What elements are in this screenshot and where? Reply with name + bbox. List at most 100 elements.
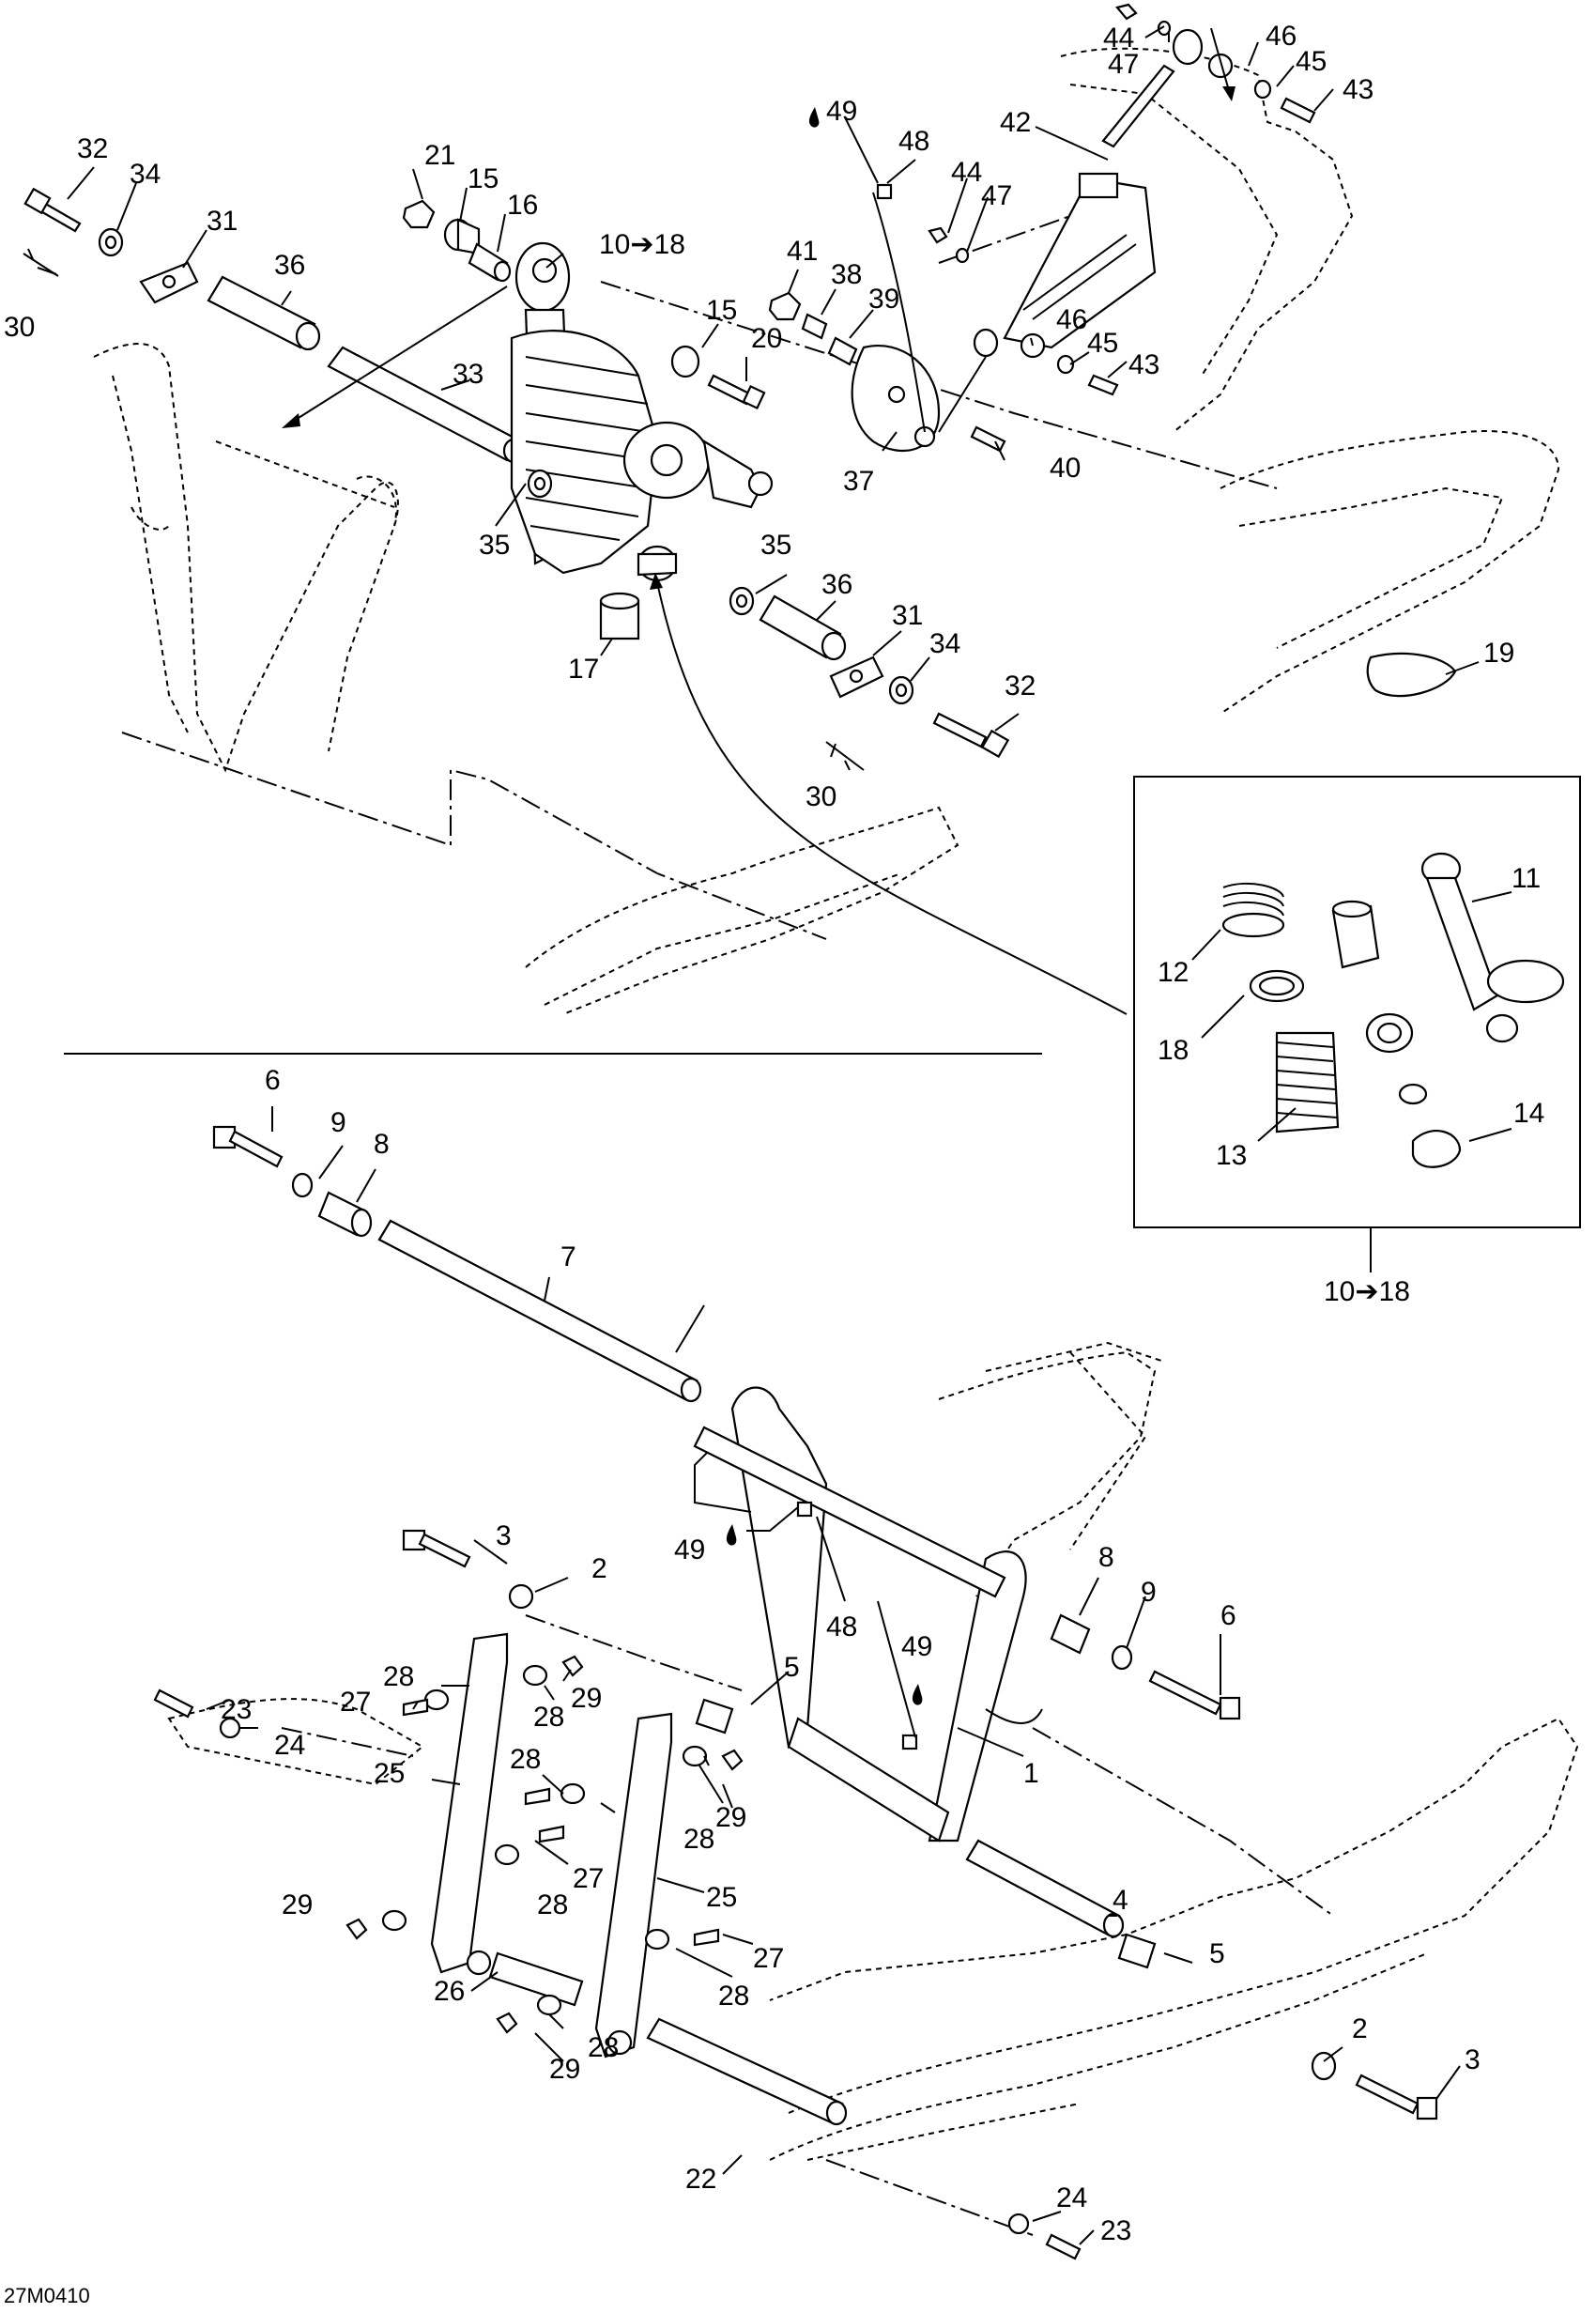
callout-27: 27 (340, 1687, 371, 1718)
callout-48: 48 (898, 126, 929, 157)
callout-30: 30 (4, 312, 35, 343)
shock-11 (1420, 852, 1565, 1043)
screw-32-upper (23, 187, 82, 233)
pin-30-lower (825, 741, 865, 771)
spacer-38 (801, 313, 828, 340)
callout-42: 42 (1000, 107, 1031, 138)
washer-34-upper (98, 227, 124, 257)
washer-9-right (1111, 1644, 1133, 1671)
plate-31-upper (139, 261, 199, 304)
drawing-code: 27M0410 (4, 2284, 90, 2307)
collar-18 (1249, 969, 1305, 1003)
shaft-26 (488, 1951, 584, 2007)
callout-5: 5 (784, 1652, 800, 1683)
callout-47: 47 (1108, 49, 1139, 80)
nut-41 (768, 291, 802, 321)
callout-28: 28 (537, 1889, 568, 1920)
callout-37: 37 (843, 466, 874, 497)
callout-23: 23 (221, 1694, 252, 1725)
pin-30-upper (23, 248, 59, 277)
lower-frame-outline (167, 1341, 1579, 2236)
callout-17: 17 (568, 654, 599, 685)
bushing-8-upper (317, 1191, 373, 1238)
washer-35-left (527, 469, 553, 499)
callout-36: 36 (274, 250, 305, 281)
screw-40 (970, 425, 1006, 453)
callout-35: 35 (760, 530, 791, 561)
washer-34-lower (888, 675, 914, 705)
callout-28: 28 (510, 1744, 541, 1775)
callout-29: 29 (282, 1889, 313, 1920)
callout-32: 32 (1005, 671, 1036, 702)
callout-28: 28 (533, 1702, 564, 1733)
shaft-33 (327, 346, 525, 464)
washer-inset (1398, 1083, 1428, 1105)
callout-28: 28 (718, 1981, 749, 2012)
bolt-3-upper (402, 1529, 471, 1568)
callout-28: 28 (383, 1661, 414, 1692)
callout-3: 3 (496, 1520, 512, 1551)
callout-9: 9 (330, 1107, 346, 1138)
callout-20: 20 (751, 323, 782, 354)
bushing-5-right (1117, 1933, 1157, 1969)
callout-15: 15 (706, 295, 737, 326)
callout-leaders (37, 25, 1512, 2245)
callout-38: 38 (831, 259, 862, 290)
callout-2: 2 (1352, 2013, 1368, 2044)
callout-46: 46 (1266, 21, 1297, 52)
grease-fitting-48-upper (876, 183, 893, 200)
callout-45: 45 (1296, 46, 1327, 77)
spring-13 (1275, 1031, 1340, 1133)
upper-arrows (282, 27, 1235, 1015)
callout-9: 9 (1141, 1577, 1157, 1608)
bushing-8-right (1050, 1613, 1091, 1655)
callout-30: 30 (806, 781, 836, 812)
screw-23-upper (153, 1688, 194, 1719)
bushing-17 (599, 592, 640, 640)
callout-12: 12 (1158, 957, 1189, 988)
hardware-44-47-upper (1115, 3, 1316, 124)
callout-19: 19 (1483, 638, 1514, 669)
callout-21: 21 (424, 140, 455, 171)
shock-absorber (510, 241, 774, 582)
callout-labels: 44 47 46 45 43 49 48 42 44 47 32 34 31 3… (4, 21, 1544, 2307)
callout-45: 45 (1087, 328, 1118, 359)
link-25-left (430, 1632, 509, 1976)
callout-25: 25 (374, 1758, 405, 1789)
screw-23-lower (1045, 2233, 1082, 2260)
callout-31: 31 (207, 206, 238, 237)
bushing-15-upper (443, 218, 481, 255)
callout-41: 41 (787, 236, 818, 267)
callout-2: 2 (591, 1553, 607, 1584)
callout-36: 36 (821, 569, 852, 600)
callout-32: 32 (77, 133, 108, 164)
front-arm-1 (693, 1386, 1043, 1843)
callout-8: 8 (374, 1129, 390, 1160)
spring-kit-inset (1133, 776, 1581, 1272)
callout-6: 6 (265, 1065, 281, 1096)
bolt-6-right (1148, 1670, 1241, 1720)
callout-31: 31 (892, 600, 923, 631)
spring-12 (1221, 882, 1285, 938)
callout-43: 43 (1343, 74, 1373, 105)
callout-11: 11 (1512, 863, 1541, 894)
callout-39: 39 (868, 284, 899, 315)
callout-33: 33 (453, 359, 483, 390)
callout-3: 3 (1465, 2044, 1481, 2075)
nut-21 (402, 199, 436, 229)
inset-caption: 10➔18 (1324, 1276, 1410, 1307)
callout-13: 13 (1216, 1140, 1247, 1171)
upper-rocker-arm (93, 343, 399, 773)
callout-24: 24 (1056, 2182, 1087, 2213)
callout-40: 40 (1050, 453, 1081, 484)
callout-10-18: 10➔18 (599, 229, 685, 260)
shaft-4 (965, 1839, 1125, 1938)
callout-24: 24 (274, 1730, 305, 1761)
lubricant-drop-icon (726, 107, 923, 1705)
callout-25: 25 (706, 1882, 737, 1913)
callout-23: 23 (1100, 2215, 1131, 2246)
callout-15: 15 (468, 163, 499, 194)
callout-6: 6 (1220, 1600, 1236, 1631)
callout-4: 4 (1113, 1885, 1128, 1916)
